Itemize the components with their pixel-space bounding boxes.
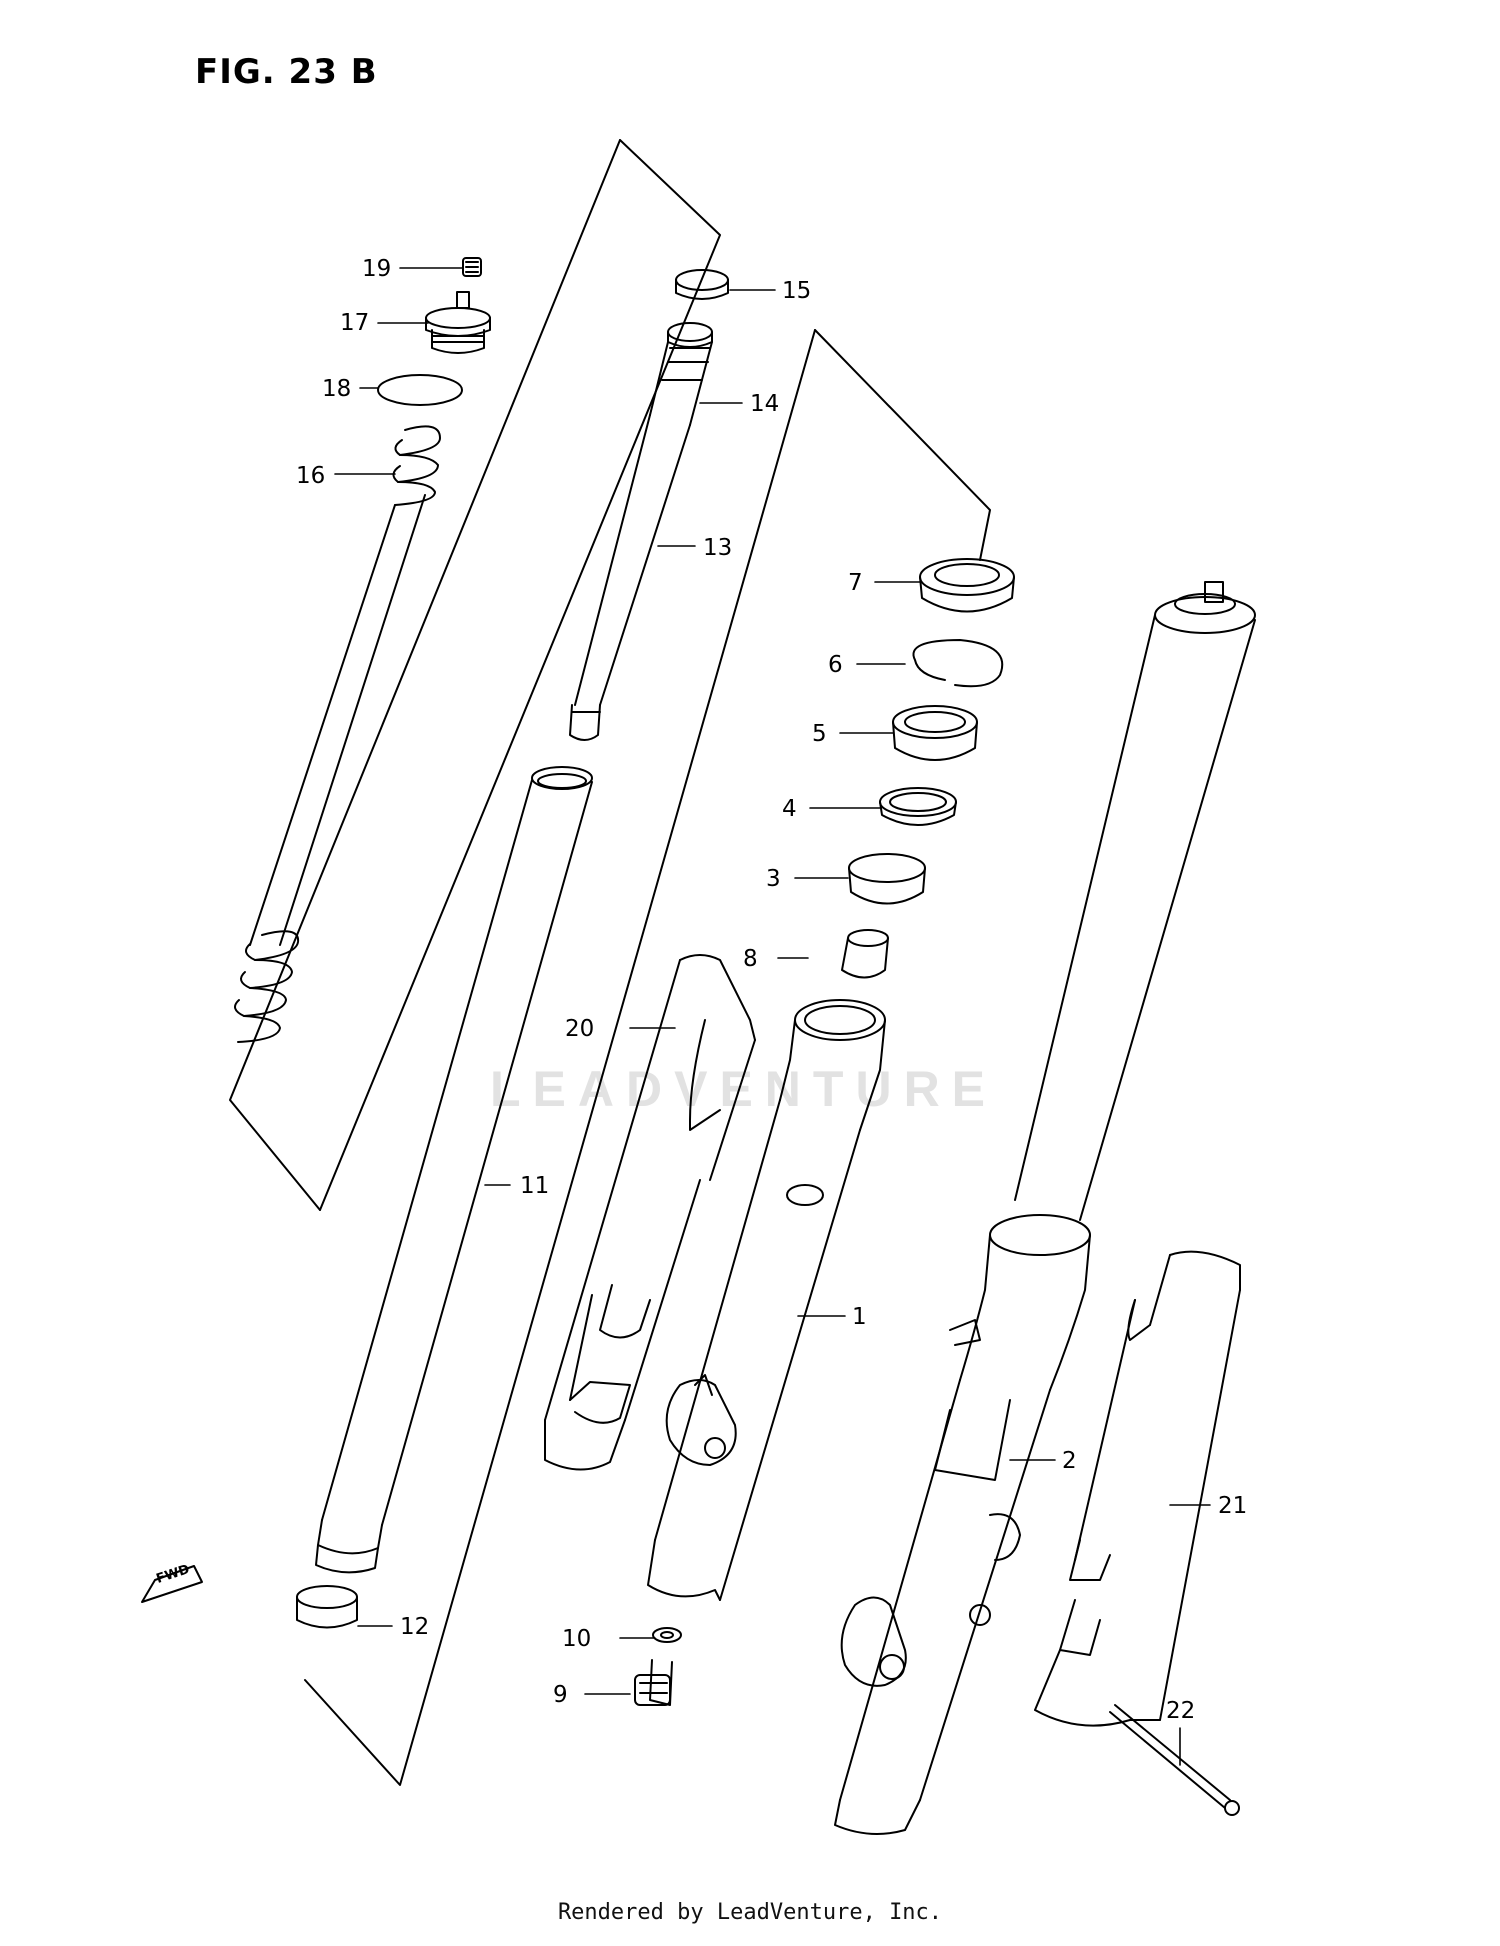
callout-12: 12 [400,1614,430,1640]
part-15-bush [675,269,729,300]
part-6-stopper-ring [912,639,1004,688]
part-21-fork-cover [1034,1250,1241,1727]
part-3-guide-metal [848,853,926,905]
part-5-oil-seal [892,705,978,761]
callout-16: 16 [296,463,326,489]
callout-13: 13 [703,535,733,561]
callout-22: 22 [1166,1698,1196,1724]
part-9-bolt [634,1659,673,1706]
callout-5: 5 [812,721,827,747]
callout-9: 9 [553,1682,568,1708]
part-8-oil-lock-piece [841,929,889,979]
callout-7: 7 [848,570,863,596]
group-bracket-left [229,139,721,1211]
fwd-arrow-icon [141,1565,203,1603]
callout-1: 1 [852,1304,867,1330]
part-10-washer [652,1627,682,1643]
callout-17: 17 [340,310,370,336]
callout-4: 4 [782,796,797,822]
callout-18: 18 [322,376,352,402]
part-1-outer-tube [647,999,886,1601]
callout-11: 11 [520,1173,550,1199]
callout-2: 2 [1062,1448,1077,1474]
part-22-cable-tie [1109,1704,1240,1816]
figure-title: FIG. 23 B [195,52,378,92]
part-20-fork-cover [544,954,756,1471]
callout-leaders [334,267,1211,1766]
part-12-slide-bush [296,1585,358,1629]
group-bracket-middle [304,329,991,1786]
part-17-cap-bolt [425,291,491,354]
part-13-damper-rod [569,322,713,741]
callout-21: 21 [1218,1493,1248,1519]
part-7-dust-seal [919,558,1015,613]
part-19-valve-cap [462,257,482,277]
part-11-inner-tube [315,766,593,1574]
callout-3: 3 [766,866,781,892]
callout-8: 8 [743,946,758,972]
callout-19: 19 [362,256,392,282]
callout-20: 20 [565,1016,595,1042]
part-18-o-ring [377,374,463,406]
part-2-fork-assembly [834,581,1256,1835]
watermark: LEADVENTURE [490,1061,998,1117]
callout-15: 15 [782,278,812,304]
callout-6: 6 [828,652,843,678]
footer-credit: Rendered by LeadVenture, Inc. [557,1900,943,1925]
part-16-fork-spring [234,425,441,1043]
callout-14: 14 [750,391,780,417]
part-4-seal-retainer [879,787,957,826]
callout-10: 10 [562,1626,592,1652]
